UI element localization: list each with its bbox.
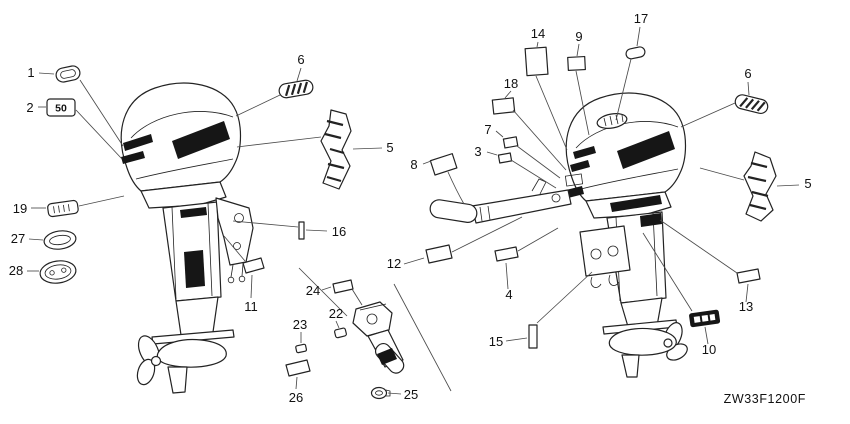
part-shape-11 xyxy=(242,257,265,274)
part-shape-2: 50 xyxy=(46,98,76,117)
callout-1: 1 xyxy=(27,65,34,80)
callout-5-right: 5 xyxy=(804,176,811,191)
part-shape-1 xyxy=(55,65,81,83)
callout-27: 27 xyxy=(11,231,25,246)
callout-26: 26 xyxy=(289,390,303,405)
part-shape-23 xyxy=(295,343,308,354)
tiller-detail-illustration xyxy=(352,301,405,374)
callout-24: 24 xyxy=(306,283,320,298)
part-shape-28 xyxy=(39,260,77,284)
part-shape-14 xyxy=(524,46,549,77)
part-shape-24 xyxy=(332,279,354,294)
callout-18: 18 xyxy=(504,76,518,91)
part-shape-15 xyxy=(528,324,538,349)
part-shape-6-left xyxy=(278,79,314,99)
callout-5-left: 5 xyxy=(386,140,393,155)
detail-frame-lines xyxy=(298,267,452,392)
part-shape-12 xyxy=(425,244,453,264)
part-shape-27 xyxy=(43,230,77,250)
part-shape-13 xyxy=(736,268,761,284)
callout-12: 12 xyxy=(387,256,401,271)
leader-lines xyxy=(27,26,800,395)
part-shape-5-left xyxy=(320,109,352,190)
part-shape-5-right xyxy=(743,151,777,222)
part-shape-22 xyxy=(334,327,347,339)
callout-25: 25 xyxy=(404,387,418,402)
callout-16: 16 xyxy=(332,224,346,239)
callout-22: 22 xyxy=(329,306,343,321)
callout-11: 11 xyxy=(244,299,258,314)
callout-13: 13 xyxy=(739,299,753,314)
callout-2: 2 xyxy=(26,100,33,115)
part-shape-18 xyxy=(491,97,516,115)
callout-10: 10 xyxy=(702,342,716,357)
callout-6-right: 6 xyxy=(744,66,751,81)
part-shape-7 xyxy=(502,136,519,149)
diagram-code: ZW33F1200F xyxy=(724,392,806,406)
part-shape-4 xyxy=(494,246,519,262)
part-shape-26 xyxy=(285,359,311,377)
callout-17: 17 xyxy=(634,11,648,26)
part-shape-25 xyxy=(370,386,391,400)
part-shape-6-right xyxy=(734,94,769,115)
callout-4: 4 xyxy=(505,287,512,302)
callout-9: 9 xyxy=(575,29,582,44)
part-shape-8 xyxy=(429,153,458,176)
part-shape-17 xyxy=(625,46,646,60)
callout-3: 3 xyxy=(474,144,481,159)
part-shape-19 xyxy=(47,199,79,218)
callout-14: 14 xyxy=(531,26,545,41)
part-shape-3 xyxy=(497,152,513,164)
callout-28: 28 xyxy=(9,263,23,278)
callout-15: 15 xyxy=(489,334,503,349)
part-shape-16 xyxy=(298,221,305,240)
right-motor-illustration xyxy=(429,92,688,378)
tiller-handle xyxy=(429,178,572,224)
part-2-emblem-text: 50 xyxy=(55,103,67,115)
callout-23: 23 xyxy=(293,317,307,332)
clamp-bracket xyxy=(579,225,631,288)
callout-7: 7 xyxy=(484,122,491,137)
left-motor-illustration xyxy=(120,82,254,394)
callout-19: 19 xyxy=(13,201,27,216)
callout-8: 8 xyxy=(410,157,417,172)
part-shape-9 xyxy=(567,55,586,72)
part-shape-10 xyxy=(689,309,721,328)
callout-6-left: 6 xyxy=(297,52,304,67)
